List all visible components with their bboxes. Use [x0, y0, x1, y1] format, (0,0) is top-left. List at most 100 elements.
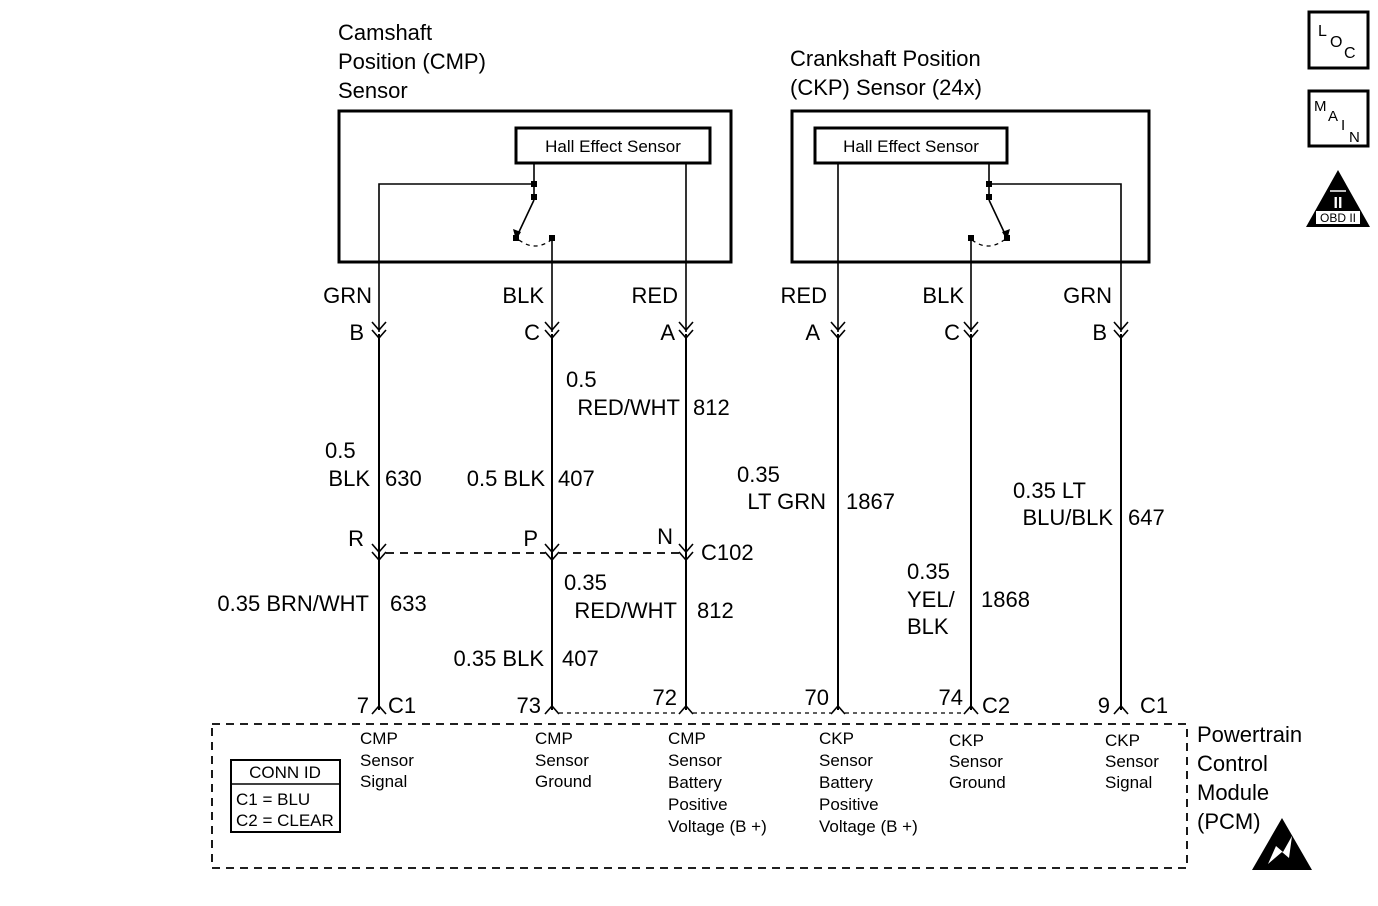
func-text: CKP: [1105, 731, 1140, 750]
func-text: Sensor: [949, 752, 1003, 771]
ckp-red-circuit-label: 1867: [846, 489, 895, 514]
cmp-red-lower-size: 0.35: [564, 570, 607, 595]
ckp-hall-effect-label: Hall Effect Sensor: [843, 137, 979, 156]
cmp-red-pcm-pin: 72: [653, 685, 677, 710]
ckp-red-color-label: RED: [781, 283, 827, 308]
pcm-name-line-1: Powertrain: [1197, 722, 1302, 747]
func-text: Voltage (B +): [819, 817, 918, 836]
loc-letter: L: [1318, 23, 1327, 40]
cmp-grn-lower-circuit: 633: [390, 591, 427, 616]
obd-ii-icon[interactable]: II OBD II: [1306, 170, 1370, 227]
ckp-grn-color-label: GRN: [1063, 283, 1112, 308]
ckp-red-pcm-pin: 70: [805, 685, 829, 710]
cmp-grn-c102-pin: R: [348, 526, 364, 551]
cmp-red-c102-pin: N: [657, 524, 673, 549]
ckp-red-size-label: 0.35: [737, 462, 780, 487]
cmp-blk-lower-label: 0.35 BLK: [453, 646, 544, 671]
cmp-title-line-2: Position (CMP): [338, 49, 486, 74]
ckp-blk-color-label: BLK: [922, 283, 964, 308]
conn-id-c1: C1 = BLU: [236, 790, 310, 809]
wire-runs: [378, 334, 1122, 710]
c102-connector-label: C102: [701, 540, 754, 565]
ckp-grn-size-label: 0.35 LT: [1013, 478, 1086, 503]
ckp-grn-pin-label: B: [1092, 320, 1107, 345]
ckp-red-pin-label: A: [805, 320, 820, 345]
pcm-module: Powertrain Control Module (PCM) CMP Sens…: [211, 722, 1302, 869]
pcm-name-line-3: Module: [1197, 780, 1269, 805]
cmp-blk-c102-pin: P: [523, 526, 538, 551]
ckp-blk-pcm-conn: C2: [982, 693, 1010, 718]
func-text: Battery: [819, 773, 873, 792]
cmp-grn-size-label: 0.5: [325, 438, 356, 463]
pcm-name-line-2: Control: [1197, 751, 1268, 776]
ckp-bplus-func: CKP Sensor Battery Positive Voltage (B +…: [819, 729, 918, 836]
c102-connector: [371, 543, 694, 562]
main-icon[interactable]: M A I N: [1307, 89, 1370, 148]
cmp-bplus-func: CMP Sensor Battery Positive Voltage (B +…: [668, 729, 767, 836]
cmp-grn-pin-label: B: [349, 320, 364, 345]
func-text: CMP: [360, 729, 398, 748]
cmp-title-line-1: Camshaft: [338, 20, 432, 45]
func-text: Ground: [949, 773, 1006, 792]
esd-warning-icon: [1252, 818, 1312, 870]
main-letter: I: [1341, 117, 1345, 134]
ckp-grn-pcm-conn: C1: [1140, 693, 1168, 718]
cmp-switch-icon: [378, 163, 687, 332]
cmp-grn-code-label: BLK: [328, 466, 370, 491]
main-letter: A: [1328, 108, 1338, 125]
func-text: Battery: [668, 773, 722, 792]
sensor-connector-chevrons: [371, 321, 1129, 340]
func-text: CKP: [819, 729, 854, 748]
cmp-grn-lower-label: 0.35 BRN/WHT: [217, 591, 369, 616]
cmp-blk-pin-label: C: [524, 320, 540, 345]
ckp-red-code-label: LT GRN: [747, 489, 826, 514]
obd-text: OBD II: [1320, 211, 1356, 225]
ckp-signal-func: CKP Sensor Signal: [1105, 731, 1159, 792]
conn-id-c2: C2 = CLEAR: [236, 811, 334, 830]
func-text: Sensor: [535, 751, 589, 770]
ckp-title-line-2: (CKP) Sensor (24x): [790, 75, 982, 100]
cmp-red-code-label: RED/WHT: [577, 395, 680, 420]
func-text: Sensor: [360, 751, 414, 770]
ckp-grn-code-label: BLU/BLK: [1023, 505, 1114, 530]
ckp-blk-circuit-label: 1868: [981, 587, 1030, 612]
ckp-blk-code-label-2: BLK: [907, 614, 949, 639]
cmp-grn-pcm-conn: C1: [388, 693, 416, 718]
func-text: Sensor: [668, 751, 722, 770]
ckp-grn-circuit-label: 647: [1128, 505, 1165, 530]
cmp-sensor: Camshaft Position (CMP) Sensor Hall Effe…: [337, 20, 733, 332]
func-text: Positive: [819, 795, 879, 814]
ckp-blk-code-label-1: YEL/: [907, 587, 956, 612]
cmp-red-size-label: 0.5: [566, 367, 597, 392]
ckp-switch-icon: [837, 163, 1122, 332]
obd-numeral: II: [1334, 195, 1343, 212]
loc-icon[interactable]: L O C: [1307, 10, 1370, 70]
cmp-red-color-label: RED: [632, 283, 678, 308]
cmp-grn-pcm-pin: 7: [357, 693, 369, 718]
func-text: Positive: [668, 795, 728, 814]
cmp-red-circuit-label: 812: [693, 395, 730, 420]
func-text: Ground: [535, 772, 592, 791]
ckp-sensor: Crankshaft Position (CKP) Sensor (24x) H…: [790, 46, 1151, 332]
cmp-red-lower-circuit: 812: [697, 598, 734, 623]
ckp-blk-pin-label: C: [944, 320, 960, 345]
cmp-hall-effect-box: [514, 126, 712, 165]
pcm-name-line-4: (PCM): [1197, 809, 1261, 834]
cmp-blk-pcm-pin: 73: [517, 693, 541, 718]
ckp-blk-size-label: 0.35: [907, 559, 950, 584]
ckp-title-line-1: Crankshaft Position: [790, 46, 981, 71]
ckp-grn-pcm-pin: 9: [1098, 693, 1110, 718]
cmp-blk-upper-label: 0.5 BLK: [467, 466, 546, 491]
func-text: CKP: [949, 731, 984, 750]
conn-id-box: CONN ID C1 = BLU C2 = CLEAR: [230, 759, 341, 833]
cmp-red-pin-label: A: [660, 320, 675, 345]
cmp-grn-circuit-label: 630: [385, 466, 422, 491]
loc-letter: O: [1330, 34, 1342, 51]
cmp-hall-effect-label: Hall Effect Sensor: [545, 137, 681, 156]
cmp-signal-func: CMP Sensor Signal: [360, 729, 414, 791]
cmp-red-lower-code: RED/WHT: [574, 598, 677, 623]
cmp-ground-func: CMP Sensor Ground: [535, 729, 592, 791]
main-letter: N: [1349, 129, 1360, 146]
func-text: CMP: [535, 729, 573, 748]
